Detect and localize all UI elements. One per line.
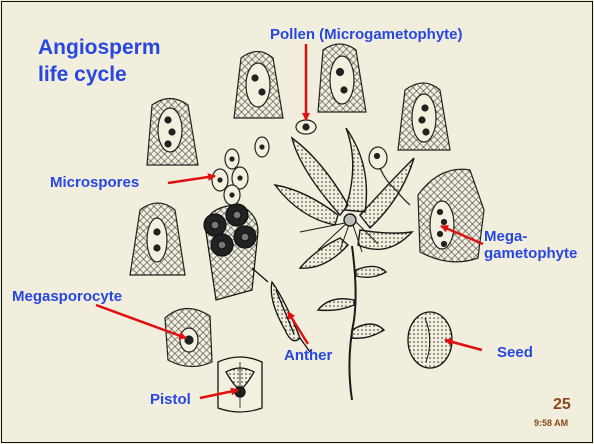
ovule-left — [130, 203, 185, 275]
slide-time: 9:58 AM — [534, 418, 568, 428]
microspores-arrow — [168, 176, 215, 183]
anther-label: Anther — [284, 347, 332, 364]
pollen-grain — [296, 120, 316, 134]
microspores-label: Microspores — [50, 174, 139, 191]
megasporocyte-label: Megasporocyte — [12, 288, 122, 305]
anther-cross-section — [204, 204, 258, 300]
microspore-stage-1 — [147, 99, 198, 166]
microspore-stage-3 — [318, 44, 366, 112]
megagametophyte-drawing — [418, 169, 484, 262]
pistol-label: Pistol — [150, 391, 191, 408]
megagametophyte-label-line-1: Mega- — [484, 228, 527, 245]
megagametophyte-label-line-2: gametophyte — [484, 245, 577, 262]
megasporocyte-drawing — [165, 308, 212, 366]
microspores-drawing — [212, 137, 269, 205]
pollen-label: Pollen (Microgametophyte) — [270, 26, 463, 43]
pistil-drawing — [218, 357, 262, 412]
slide-number: 25 — [553, 396, 571, 414]
anther-drawing — [252, 268, 310, 352]
microspore-stage-4 — [398, 83, 450, 150]
seed-label: Seed — [497, 344, 533, 361]
microspore-stage-2 — [234, 52, 283, 119]
